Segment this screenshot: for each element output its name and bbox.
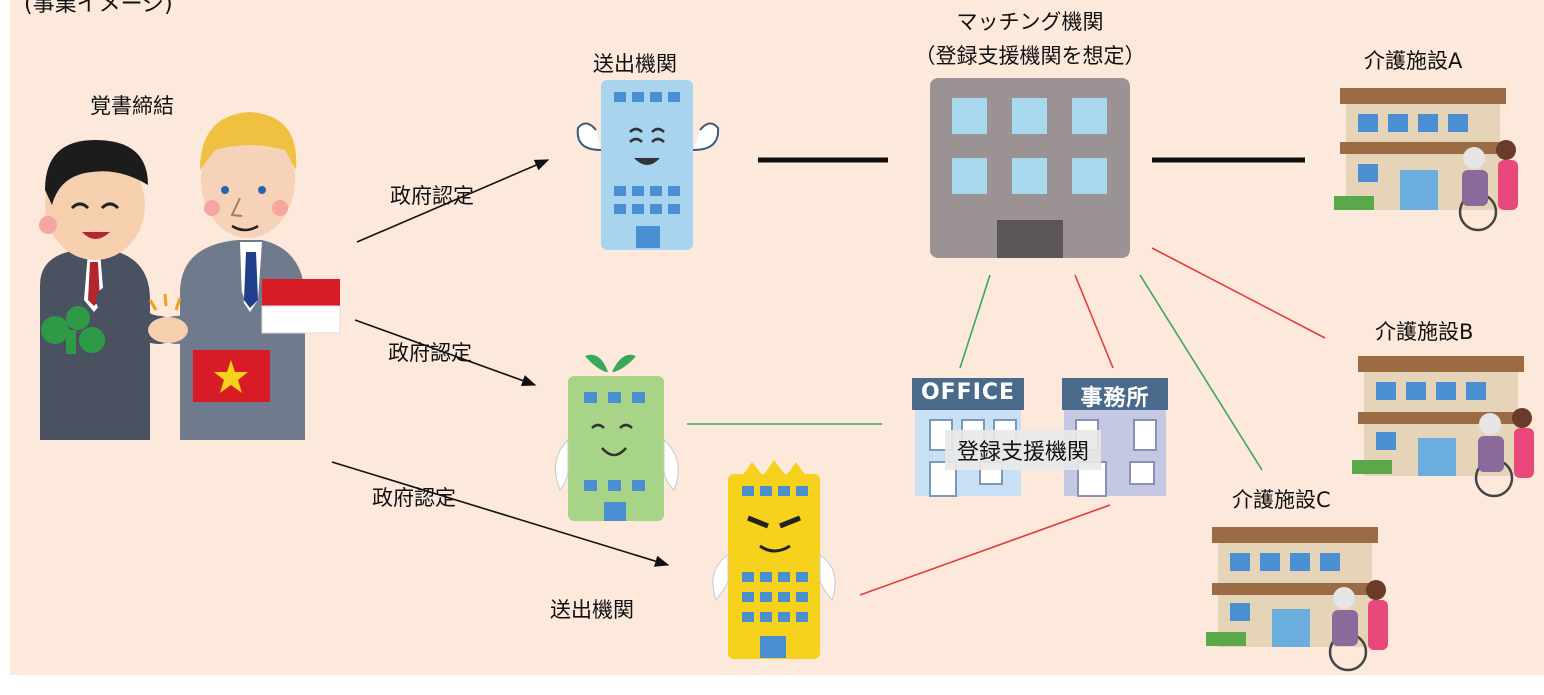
indonesia-flag-icon xyxy=(261,279,341,334)
matching-org-building-icon xyxy=(930,78,1130,258)
care-facility-b-icon xyxy=(1352,356,1534,498)
office-sign: OFFICE xyxy=(920,380,1016,405)
support-org-label: 登録支援機関 xyxy=(945,430,1102,470)
red-line-matching-facility-b xyxy=(1151,247,1326,339)
gov-cert-label-3: 政府認定 xyxy=(372,486,456,510)
care-facility-c-icon xyxy=(1206,527,1388,672)
connector-lines xyxy=(331,157,1326,596)
arrow-to-sending-org-top xyxy=(356,159,550,243)
header-fragment: (事業イメージ) xyxy=(24,0,173,17)
red-line-sending-jimusho xyxy=(859,504,1111,596)
facility-c-label: 介護施設C xyxy=(1232,488,1331,512)
sending-org-building-green-icon xyxy=(555,354,679,521)
arrow-to-sending-org-middle xyxy=(354,319,537,387)
red-line-matching-jimusho xyxy=(1074,274,1114,369)
matching-org-title-line1: マッチング機関 xyxy=(956,10,1104,34)
green-line-matching-office xyxy=(959,274,991,369)
office-building-icon xyxy=(912,378,1024,497)
facility-a-label: 介護施設A xyxy=(1364,49,1463,73)
sending-org-building-yellow-icon xyxy=(712,460,836,659)
sending-org-building-blue-icon xyxy=(576,80,720,250)
care-facility-a-icon xyxy=(1334,88,1518,232)
matching-org-title-line2: （登録支援機関を想定） xyxy=(914,44,1146,68)
green-line-matching-facility-c xyxy=(1139,274,1263,471)
agreement-label: 覚書締結 xyxy=(90,94,174,118)
facility-b-label: 介護施設B xyxy=(1375,320,1474,344)
gov-cert-label-1: 政府認定 xyxy=(390,184,474,208)
gov-cert-label-2: 政府認定 xyxy=(388,341,472,365)
sending-org-top-label: 送出機関 xyxy=(593,52,677,76)
vietnam-flag-icon xyxy=(193,350,270,402)
sending-org-bottom-label: 送出機関 xyxy=(550,598,634,622)
jimusho-sign: 事務所 xyxy=(1080,386,1150,411)
arrow-to-sending-org-bottom xyxy=(331,461,670,567)
